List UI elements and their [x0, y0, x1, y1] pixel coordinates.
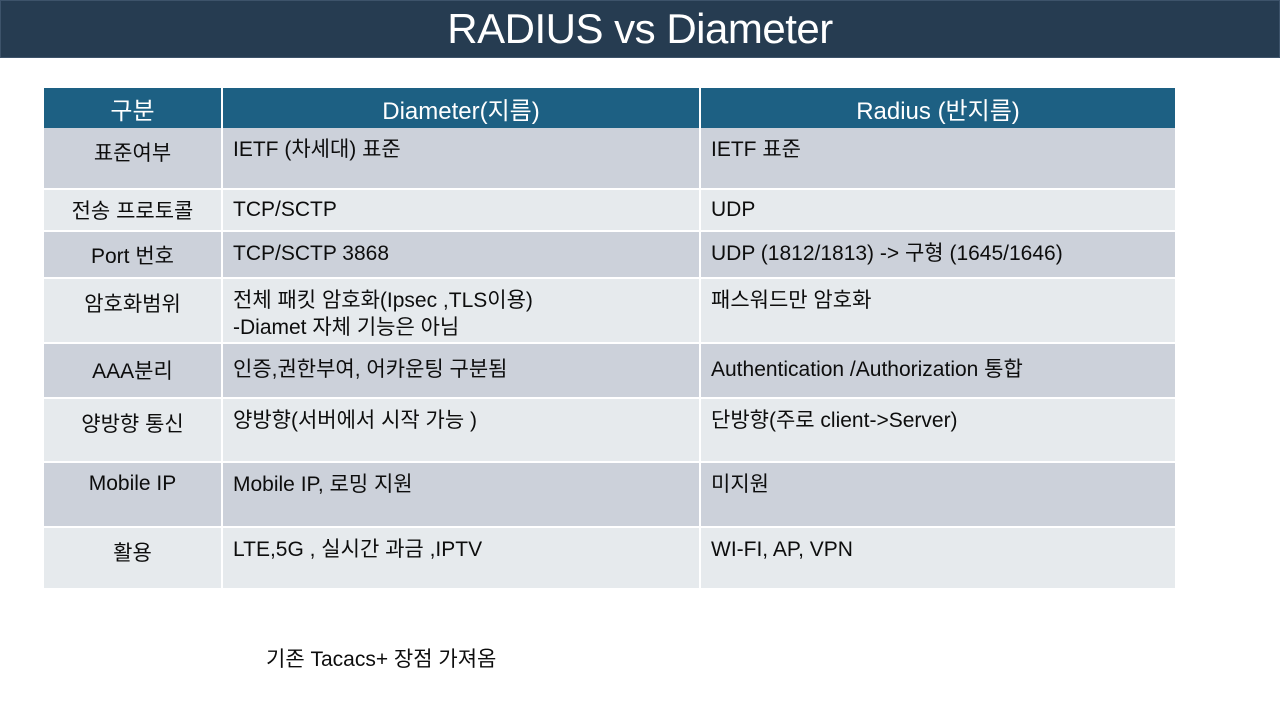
table-row: 전송 프로토콜 TCP/SCTP UDP	[44, 190, 1175, 232]
row-diameter-cell: Mobile IP, 로밍 지원	[223, 462, 701, 528]
table-row: 양방향 통신 양방향(서버에서 시작 가능 ) 단방향(주로 client->S…	[44, 398, 1175, 463]
comparison-table: 구분 Diameter(지름) Radius (반지름) 표준여부 IETF (…	[44, 88, 1175, 590]
text-line: IETF (차세대) 표준	[233, 138, 401, 161]
text-line: TCP/SCTP	[233, 197, 337, 221]
row-radius-value: 미지원	[711, 463, 1175, 499]
text-line: TCP/SCTP 3868	[233, 242, 390, 266]
row-diameter-value: TCP/SCTP 3868	[233, 241, 699, 268]
text-line: LTE,5G , 실시간 과금 ,IPTV	[233, 537, 483, 561]
column-header-category: 구분	[44, 88, 223, 128]
table-row: 활용 LTE,5G , 실시간 과금 ,IPTV WI-FI, AP, VPN	[44, 527, 1175, 590]
row-key-cell: 활용	[44, 527, 223, 590]
row-diameter-cell: TCP/SCTP 3868	[223, 232, 701, 279]
footnote-text: 기존 Tacacs+ 장점 가져옴	[266, 648, 497, 671]
row-radius-cell: UDP	[701, 190, 1175, 232]
text-line: 양방향(서버에서 시작 가능 )	[233, 408, 478, 432]
text-line: UDP	[711, 197, 756, 221]
row-key-label: AAA분리	[92, 360, 173, 384]
row-radius-value: Authentication /Authorization 통합	[711, 357, 1175, 384]
page-title: RADIUS vs Diameter	[447, 5, 833, 52]
table-row: AAA분리 인증,권한부여, 어카운팅 구분됨 Authentication /…	[44, 343, 1175, 399]
table-header: 구분 Diameter(지름) Radius (반지름)	[44, 88, 1175, 128]
slide-title-bar: RADIUS vs Diameter	[0, 0, 1280, 58]
row-radius-value: UDP (1812/1813) -> 구형 (1645/1646)	[711, 241, 1175, 268]
row-radius-cell: 패스워드만 암호화	[701, 279, 1175, 344]
text-line: Mobile IP, 로밍 지원	[233, 472, 413, 496]
row-diameter-value: 인증,권한부여, 어카운팅 구분됨	[233, 357, 699, 384]
row-diameter-value: IETF (차세대) 표준	[233, 128, 699, 164]
comparison-table-wrapper: 구분 Diameter(지름) Radius (반지름) 표준여부 IETF (…	[44, 88, 1175, 590]
row-key-label: 양방향 통신	[81, 412, 184, 436]
row-key-cell: 전송 프로토콜	[44, 190, 223, 232]
row-diameter-value: 양방향(서버에서 시작 가능 )	[233, 399, 699, 435]
row-radius-cell: WI-FI, AP, VPN	[701, 527, 1175, 590]
table-row: Port 번호 TCP/SCTP 3868 UDP (1812/1813) ->…	[44, 232, 1175, 279]
row-key-cell: 암호화범위	[44, 279, 223, 344]
row-radius-value: 패스워드만 암호화	[711, 279, 1175, 315]
row-diameter-cell: LTE,5G , 실시간 과금 ,IPTV	[223, 527, 701, 590]
row-key-label: 암호화범위	[84, 293, 181, 316]
row-key-cell: Port 번호	[44, 232, 223, 279]
row-radius-cell: IETF 표준	[701, 128, 1175, 190]
table-row: Mobile IP Mobile IP, 로밍 지원 미지원	[44, 462, 1175, 528]
text-line: 패스워드만 암호화	[711, 289, 872, 312]
row-diameter-value: 전체 패킷 암호화(Ipsec ,TLS이용) -Diamet 자체 기능은 아…	[233, 279, 699, 342]
text-line: 인증,권한부여, 어카운팅 구분됨	[233, 357, 508, 381]
table-body: 표준여부 IETF (차세대) 표준 IETF 표준	[44, 128, 1175, 590]
text-line: IETF 표준	[711, 138, 801, 161]
row-radius-value: IETF 표준	[711, 128, 1175, 164]
row-radius-cell: 단방향(주로 client->Server)	[701, 398, 1175, 463]
row-key-label: 표준여부	[93, 142, 172, 165]
row-radius-cell: Authentication /Authorization 통합	[701, 343, 1175, 399]
row-key-label: 전송 프로토콜	[71, 200, 194, 223]
row-diameter-cell: 양방향(서버에서 시작 가능 )	[223, 398, 701, 463]
row-diameter-cell: 인증,권한부여, 어카운팅 구분됨	[223, 343, 701, 399]
row-radius-cell: 미지원	[701, 462, 1175, 528]
row-key-cell: Mobile IP	[44, 462, 223, 528]
table-row: 암호화범위 전체 패킷 암호화(Ipsec ,TLS이용) -Diamet 자체…	[44, 279, 1175, 344]
row-diameter-cell: IETF (차세대) 표준	[223, 128, 701, 190]
row-diameter-value: TCP/SCTP	[233, 197, 699, 224]
row-key-cell: AAA분리	[44, 343, 223, 399]
row-diameter-value: Mobile IP, 로밍 지원	[233, 463, 699, 499]
text-line: -Diamet 자체 기능은 아님	[233, 315, 460, 339]
row-radius-cell: UDP (1812/1813) -> 구형 (1645/1646)	[701, 232, 1175, 279]
row-radius-value: UDP	[711, 197, 1175, 224]
text-line: 단방향(주로 client->Server)	[711, 408, 958, 432]
text-line: UDP (1812/1813) -> 구형 (1645/1646)	[711, 242, 1063, 266]
text-line: 전체 패킷 암호화(Ipsec ,TLS이용)	[233, 289, 533, 312]
column-header-radius: Radius (반지름)	[701, 88, 1175, 128]
table-header-row: 구분 Diameter(지름) Radius (반지름)	[44, 88, 1175, 128]
column-header-diameter: Diameter(지름)	[223, 88, 701, 128]
row-diameter-value: LTE,5G , 실시간 과금 ,IPTV	[233, 528, 699, 564]
row-key-label: 활용	[113, 541, 152, 565]
row-key-cell: 양방향 통신	[44, 398, 223, 463]
row-key-label: Mobile IP	[88, 471, 177, 495]
row-diameter-cell: TCP/SCTP	[223, 190, 701, 232]
row-diameter-cell: 전체 패킷 암호화(Ipsec ,TLS이용) -Diamet 자체 기능은 아…	[223, 279, 701, 344]
row-key-label: Port 번호	[91, 244, 174, 268]
text-line: WI-FI, AP, VPN	[711, 537, 853, 561]
table-row: 표준여부 IETF (차세대) 표준 IETF 표준	[44, 128, 1175, 190]
row-radius-value: 단방향(주로 client->Server)	[711, 399, 1175, 435]
text-line: Authentication /Authorization 통합	[711, 357, 1023, 381]
text-line: 미지원	[711, 472, 769, 496]
row-radius-value: WI-FI, AP, VPN	[711, 528, 1175, 564]
row-key-cell: 표준여부	[44, 128, 223, 190]
